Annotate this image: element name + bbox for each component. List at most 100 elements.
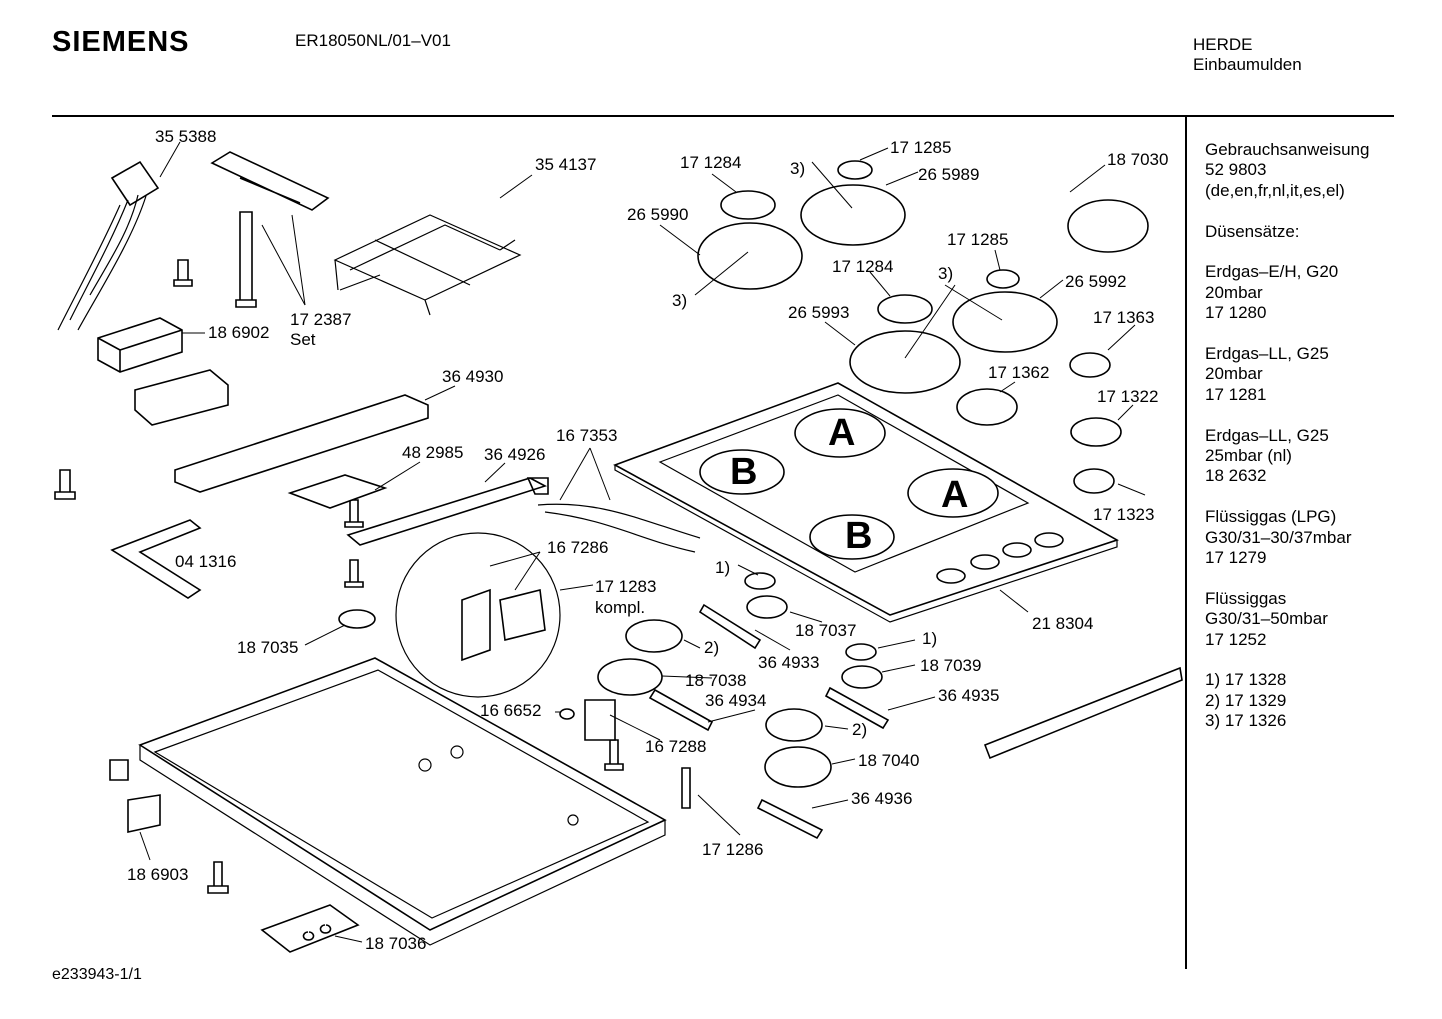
callout-354137: 35 4137 <box>535 155 596 174</box>
drawing-code: e233943-1/1 <box>52 966 142 983</box>
burner-mark-b: B <box>845 515 872 557</box>
callout-364935: 36 4935 <box>938 686 999 705</box>
callout-187030: 18 7030 <box>1107 150 1168 169</box>
callout-364926: 36 4926 <box>484 445 545 464</box>
rail-drawing <box>174 394 429 493</box>
sidebar-line: 25mbar (nl) <box>1205 446 1292 466</box>
sidebar-line: Erdgas–LL, G25 <box>1205 344 1329 364</box>
sidebar-line: 20mbar <box>1205 364 1263 384</box>
callout-171322: 17 1322 <box>1097 387 1158 406</box>
callout-265989: 26 5989 <box>918 165 979 184</box>
sidebar-divider <box>1185 117 1187 969</box>
note-1: 1) <box>715 558 730 577</box>
note-3: 3) <box>938 264 953 283</box>
gas-pipe-drawing <box>346 477 549 546</box>
sidebar-block: Düsensätze: <box>1205 222 1369 242</box>
sidebar-line: G30/31–50mbar <box>1205 609 1328 629</box>
callout-171323: 17 1323 <box>1093 505 1154 524</box>
ignition-wires-drawing <box>537 503 701 553</box>
valve-detail-circle <box>395 532 561 698</box>
sidebar-line: 18 2632 <box>1205 466 1267 486</box>
callout-167288: 16 7288 <box>645 737 706 756</box>
angle-profile-drawing <box>110 519 202 599</box>
callout-187040: 18 7040 <box>858 751 919 770</box>
callout-364930: 36 4930 <box>442 367 503 386</box>
callout-364936: 36 4936 <box>851 789 912 808</box>
category-line-1: HERDE <box>1193 35 1253 54</box>
plate-drawing <box>287 474 388 509</box>
sidebar-line: 1) 17 1328 <box>1205 670 1287 690</box>
bracket-drawing <box>134 369 229 426</box>
callout-265990: 26 5990 <box>627 205 688 224</box>
sidebar-line: 17 1280 <box>1205 303 1267 323</box>
washer-drawing <box>338 609 376 629</box>
callout-186903: 18 6903 <box>127 865 188 884</box>
strain-relief-drawing <box>210 151 330 211</box>
leader-lines <box>139 141 1146 943</box>
sidebar-line: Flüssiggas <box>1205 588 1287 608</box>
sidebar-line: 17 1279 <box>1205 548 1267 568</box>
callout-set: Set <box>290 330 316 349</box>
callout-186902: 18 6902 <box>208 323 269 342</box>
note-2: 2) <box>852 720 867 739</box>
note-1: 1) <box>922 629 937 648</box>
callout-167286: 16 7286 <box>547 538 608 557</box>
callout-172387: 17 2387 <box>290 310 351 329</box>
sidebar-line: Erdgas–E/H, G20 <box>1205 262 1339 282</box>
callout-218304: 21 8304 <box>1032 614 1093 633</box>
callout-171285: 17 1285 <box>947 230 1008 249</box>
pan-support-drawing <box>333 214 522 316</box>
hob-top-drawing <box>613 382 1119 623</box>
power-cable-drawing <box>57 160 160 331</box>
note-3: 3) <box>672 291 687 310</box>
category: HERDE Einbaumulden <box>1193 35 1302 75</box>
sidebar-line: 20mbar <box>1205 282 1263 302</box>
callout-265993: 26 5993 <box>788 303 849 322</box>
callout-364933: 36 4933 <box>758 653 819 672</box>
callout-171362: 17 1362 <box>988 363 1049 382</box>
sidebar-line: 3) 17 1326 <box>1205 711 1287 731</box>
model-number: ER18050NL/01–V01 <box>295 31 451 50</box>
trim-strip-drawing <box>983 666 1183 760</box>
sidebar-line: Erdgas–LL, G25 <box>1205 425 1329 445</box>
sidebar-line: 2) 17 1329 <box>1205 690 1287 710</box>
burner-drawings <box>559 160 1149 840</box>
cover-plate-drawing <box>260 904 360 953</box>
sidebar-line: Flüssiggas (LPG) <box>1205 507 1337 527</box>
callout-171363: 17 1363 <box>1093 308 1154 327</box>
callout-265992: 26 5992 <box>1065 272 1126 291</box>
callout-187036: 18 7036 <box>365 934 426 953</box>
screw-drawings <box>54 259 624 894</box>
sidebar-line: 17 1252 <box>1205 629 1267 649</box>
callout-171284: 17 1284 <box>832 257 893 276</box>
callout-171283: 17 1283 <box>595 577 656 596</box>
burner-mark-a: A <box>828 412 855 454</box>
callout-labels: 35 5388 35 4137 18 6902 17 2387 Set 36 4… <box>127 127 1168 953</box>
terminal-box-drawing <box>97 317 183 373</box>
callout-482985: 48 2985 <box>402 443 463 462</box>
category-line-2: Einbaumulden <box>1193 55 1302 74</box>
callout-187039: 18 7039 <box>920 656 981 675</box>
sidebar-line: 52 9803 <box>1205 160 1267 180</box>
burner-mark-a: A <box>941 474 968 516</box>
callout-171286: 17 1286 <box>702 840 763 859</box>
sidebar-line: Düsensätze: <box>1205 221 1300 241</box>
callout-171284: 17 1284 <box>680 153 741 172</box>
callout-166652: 16 6652 <box>480 701 541 720</box>
brand-logo: SIEMENS <box>52 26 190 58</box>
callout-171285: 17 1285 <box>890 138 951 157</box>
sidebar-line: G30/31–30/37mbar <box>1205 527 1352 547</box>
note-2: 2) <box>704 638 719 657</box>
callout-kompl: kompl. <box>595 598 645 617</box>
callout-364934: 36 4934 <box>705 691 766 710</box>
note-3: 3) <box>790 159 805 178</box>
